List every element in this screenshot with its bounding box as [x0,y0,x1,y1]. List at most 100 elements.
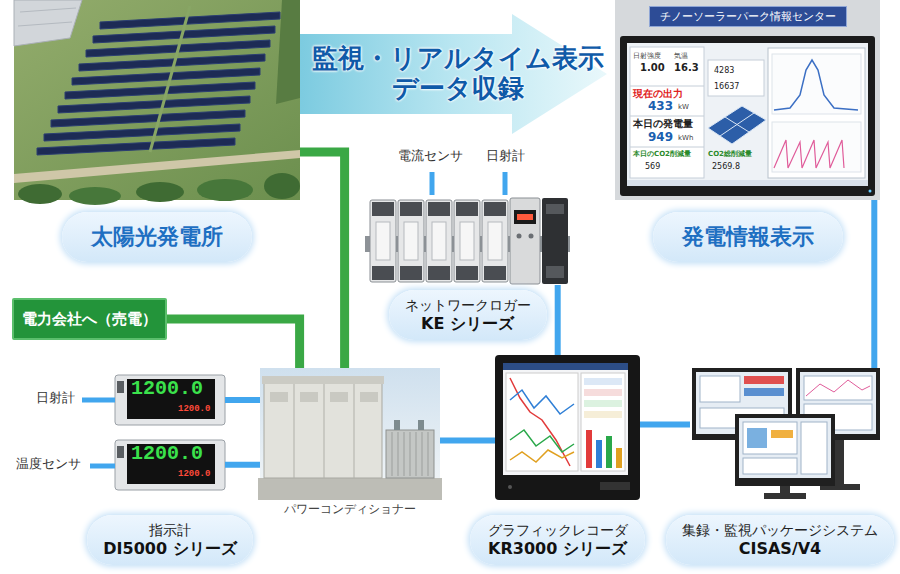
power-conditioner-photo-part [428,432,429,476]
utility-box: 電力会社へ（売電） [12,298,167,340]
network-logger-photo-part [517,234,522,239]
screen-unit: kWh [678,134,693,142]
screen-value: 1.00 [640,62,665,74]
network-logger-photo-part [484,266,506,280]
node-text: グラフィックレコーダ [488,522,628,539]
graphic-recorder-photo-part [508,485,512,489]
monitor-photo-part [720,113,754,136]
monitoring-system: 集録・監視パッケージシステムCISAS/V4 [690,368,880,500]
monitoring-system-photo [692,368,880,499]
solar-farm-photo-part [44,124,240,141]
connector-line [300,152,345,368]
solar-farm-photo-part [100,12,280,29]
label-anchor: 433 [648,100,673,114]
monitor-photo-part [869,190,872,193]
monitor-photo-part [708,60,764,96]
monitoring-system-photo-part [801,422,827,474]
caption-pill: 指示計DI5000 シリーズ [87,515,252,565]
network-logger-photo-part [428,202,450,216]
indicator-photo [115,375,225,490]
graphic-recorder-photo-part [503,363,628,370]
solar-plant: 太陽光発電所 [14,0,300,200]
network-logger-photo-part [514,210,536,224]
solar-farm-photo-part [37,138,235,155]
network-logger-photo-part [456,266,478,280]
leader-wire-part [503,172,508,195]
monitor-photo-part [630,116,704,117]
power-conditioner-photo-part [264,382,382,478]
screen-value: 949 [648,131,673,145]
label-anchor: CO2総削減量 [708,150,752,158]
power-conditioner-photo-part [360,392,378,402]
network-logger-photo-part [404,222,418,260]
graphic-recorder-photo-part [616,448,622,468]
power-conditioner-photo-part [422,432,423,476]
monitor-photo-part [708,106,766,144]
graphic-recorder-photo-part [584,400,622,407]
connector-line [871,200,877,368]
graphic-recorder-photo-part [510,430,574,452]
graphic-recorder-photo [495,355,640,500]
leader-wire-part [430,172,435,195]
screen-text: 本日の発電量 [633,118,693,130]
caption-pill: 発電情報表示 [653,212,843,262]
solar-farm-photo-part [136,182,184,202]
sign-board: チノーソーラーパーク情報センター [649,6,847,27]
monitoring-system-photo-part [780,486,790,494]
label-anchor: 気温 [674,52,688,60]
network-logger: ネットワークロガーKE シリーズ [365,195,570,285]
label-anchor: 569 [645,162,660,171]
power-conditioner-photo-part [410,432,411,476]
solar-farm-photo-part [197,179,253,201]
monitoring-system-photo-part [834,440,844,484]
monitor-photo [615,0,880,200]
network-logger-photo-part [460,222,474,260]
network-logger-photo-part [372,266,394,280]
caption-pill: グラフィックレコーダKR3000 シリーズ [470,515,645,565]
monitor-photo-part [627,43,868,186]
edge-label-anchor: 監視・リアルタイム表示 データ収録 [302,44,614,104]
screen-value: 569 [645,162,660,171]
network-logger-photo-part [529,234,534,239]
monitor-photo-part [774,140,844,168]
sensor-label: 日射計 [36,391,75,406]
network-logger-photo-part [510,198,540,284]
power-conditioner-photo-part [416,432,417,476]
label-anchor: 1.00 [640,62,665,74]
monitoring-system-photo-part [747,428,767,448]
network-logger-photo-part [400,266,422,280]
graphic-recorder-photo-part [506,373,578,471]
network-logger-photo-part [484,202,506,216]
network-logger-photo-part [542,198,568,284]
monitor-photo-part [620,36,875,196]
solar-farm-photo-part [264,173,300,199]
display-digits: 1200.0 [131,379,203,399]
power-conditioner: パワーコンディショナー [260,368,440,500]
solar-farm-photo-part [14,0,300,200]
indicator-photo-part [115,375,225,425]
monitor-photo-part [768,48,865,178]
monitoring-system-photo-part [743,422,797,454]
screen-text: 現在の出力 [633,88,683,100]
label-anchor: 本日の発電量 [633,118,693,130]
power-conditioner-photo-part [258,478,442,500]
power-conditioner-photo-part [262,376,384,384]
network-logger-photo-part [482,200,508,282]
label-anchor: kW [678,103,689,111]
label-anchor: 本日のCO2削減量 [633,150,691,158]
monitor-photo-part [772,122,861,172]
caption-pill: 太陽光発電所 [62,212,252,262]
graphic-recorder: グラフィックレコーダKR3000 シリーズ [495,355,640,500]
power-conditioner-photo-part [270,392,288,402]
graphic-recorder-photo-part [584,411,622,418]
network-logger-photo [365,198,570,284]
label-anchor: 日射計 [36,391,75,406]
label-anchor: 949 [648,131,673,145]
network-logger-photo-part [426,200,452,282]
indicator-photo-part [117,446,124,458]
node-text: DI5000 シリーズ [103,539,236,558]
sensor-label: 電流センサ [398,149,463,164]
node-text: ネットワークロガー [405,297,531,314]
monitoring-system-photo-part [739,418,831,478]
node-text: 電力会社へ（売電） [22,310,157,328]
